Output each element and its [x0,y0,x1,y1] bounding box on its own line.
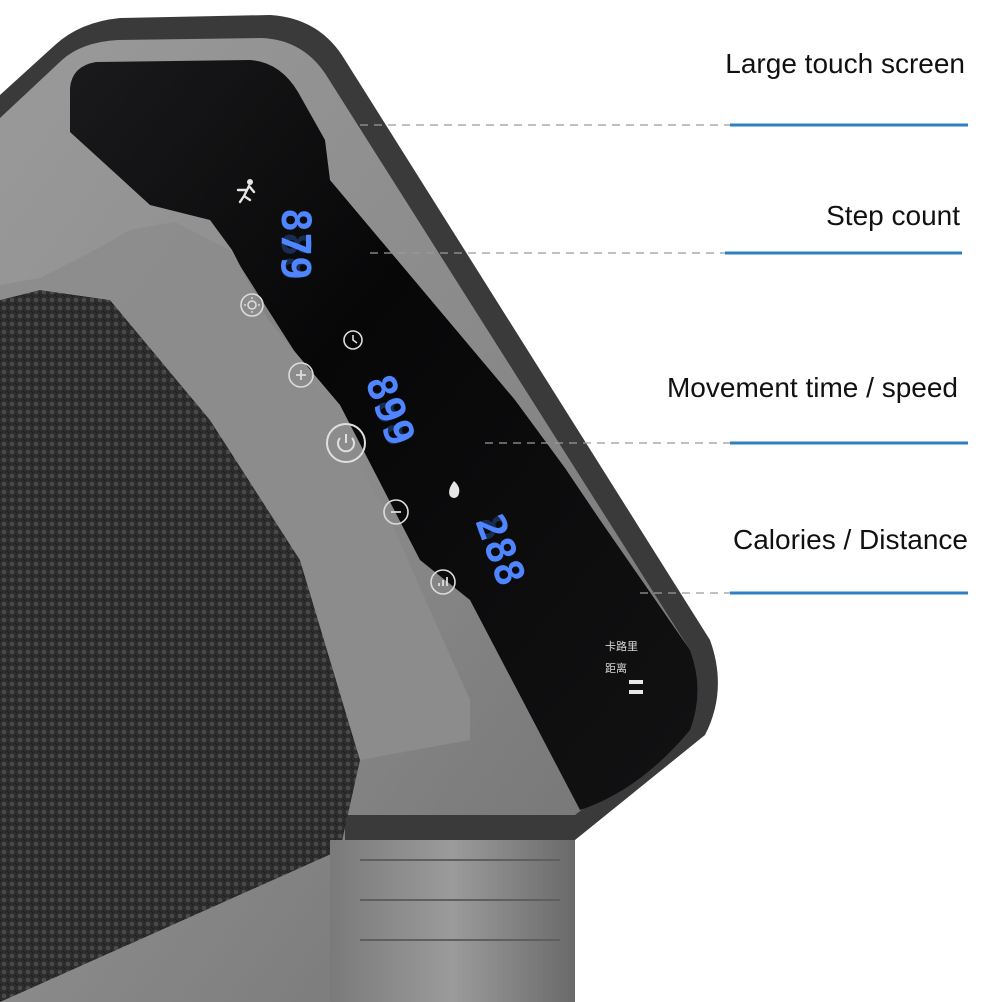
svg-text:卡路里: 卡路里 [605,640,638,653]
speed-bars-icon[interactable] [430,569,456,595]
minus-button[interactable] [383,499,409,525]
power-button[interactable] [326,423,366,463]
touch-glass [70,60,698,810]
plus-button[interactable] [288,362,314,388]
svg-text:距离: 距离 [605,661,627,675]
power-icon [337,437,355,453]
callout-step-count: Step count [826,200,960,231]
clock-icon[interactable] [343,330,363,350]
plus-icon [296,370,306,380]
belt-mesh [0,290,360,1002]
flame-icon [449,481,460,498]
unit-badge: 卡路里 距离 [605,640,643,694]
lower-bar [330,840,575,1002]
callout-lines [360,123,968,595]
callout-touch-screen: Large touch screen [725,48,965,79]
handle-rail [0,222,470,760]
callout-calories-distance: Calories / Distance [733,524,968,555]
steps-readout: 879 [272,208,318,280]
running-person-icon [236,179,256,204]
sun-icon[interactable] [240,293,264,317]
callout-movement-time: Movement time / speed [666,372,958,403]
svg-text:888: 888 [272,208,318,280]
